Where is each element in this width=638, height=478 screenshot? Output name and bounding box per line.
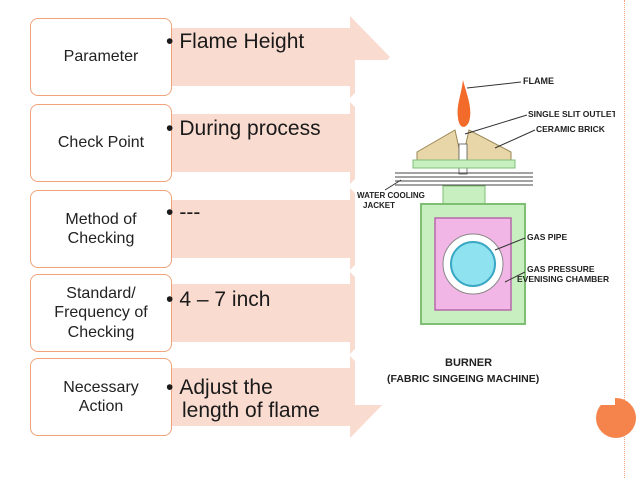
row-value: •--- [166, 201, 200, 224]
bullet-marker: • [166, 201, 174, 224]
label-fabric-machine: (FABRIC SINGEING MACHINE) [387, 373, 539, 385]
row-value-line: •4 – 7 inch [166, 288, 270, 311]
label-water-cooling: WATER COOLING [357, 191, 425, 200]
row-label-card: Check Point [30, 104, 172, 182]
row-arrow-shape [100, 272, 390, 354]
label-single-slit-outlet: SINGLE SLIT OUTLET [528, 109, 615, 119]
label-flame: FLAME [523, 76, 554, 86]
label-evenising-chamber: EVENISING CHAMBER [517, 274, 609, 284]
row-value-text: --- [179, 201, 201, 224]
label-gas-pressure: GAS PRESSURE [527, 264, 595, 274]
row-value-text: length of flame [182, 399, 320, 423]
row-label-text: Checking [67, 230, 135, 247]
bullet-marker: • [166, 376, 174, 399]
row-value: •During process [166, 117, 321, 140]
burner-neck [442, 185, 486, 205]
row-value-text: 4 – 7 inch [179, 288, 271, 311]
row-value: •Flame Height [166, 30, 304, 53]
row-label-text: Action [78, 398, 124, 415]
bullet-marker: • [166, 117, 174, 140]
row-label-text: Checking [67, 323, 135, 341]
slide-border-rule [624, 0, 625, 478]
row-arrow-shape [100, 188, 390, 270]
row-label-card: Parameter [30, 18, 172, 96]
row-value-line: •--- [166, 201, 200, 224]
row-value-text: Adjust the [179, 376, 273, 399]
row-label-text: Necessary [63, 378, 139, 396]
row-value-line: •During process [166, 117, 321, 140]
row-value-line: •Flame Height [166, 30, 304, 53]
row-arrow-shape [100, 356, 390, 438]
upper-plate [412, 159, 516, 169]
bullet-marker: • [166, 288, 174, 311]
label-ceramic-brick: CERAMIC BRICK [536, 124, 606, 134]
row-label-text: Standard/ [66, 285, 136, 303]
row-label-text: Frequency of [54, 304, 148, 322]
row-label-text: Method of [65, 210, 137, 228]
row-label-text: Parameter [63, 48, 139, 66]
row-arrow-shape [100, 16, 390, 98]
row-value-text: During process [179, 117, 321, 140]
cooling-jacket-lines [395, 172, 533, 186]
slit-outlet-shape [458, 143, 468, 175]
row-value-line: •Adjust the [166, 376, 320, 399]
label-jacket: JACKET [363, 201, 395, 210]
row-label-text: Check Point [57, 134, 145, 152]
label-gas-pipe: GAS PIPE [527, 232, 567, 242]
parameter-row: Check Point [0, 102, 400, 184]
gas-pipe-shape [450, 241, 496, 287]
bullet-marker: • [166, 30, 174, 53]
row-value: •4 – 7 inch [166, 288, 270, 311]
row-label-card: Method of Checking [30, 190, 172, 268]
row-value-line: length of flame [166, 399, 320, 422]
flame-shape [457, 80, 471, 127]
row-value-text: Flame Height [179, 30, 305, 53]
parameter-row: Method of Checking [0, 188, 400, 270]
leader-lines [384, 81, 536, 283]
burner-diagram: FLAME SINGLE SLIT OUTLET CERAMIC BRICK W… [355, 60, 615, 405]
parameter-row: Parameter [0, 16, 400, 98]
row-arrow-shape [100, 102, 390, 184]
label-burner: BURNER [445, 357, 492, 369]
